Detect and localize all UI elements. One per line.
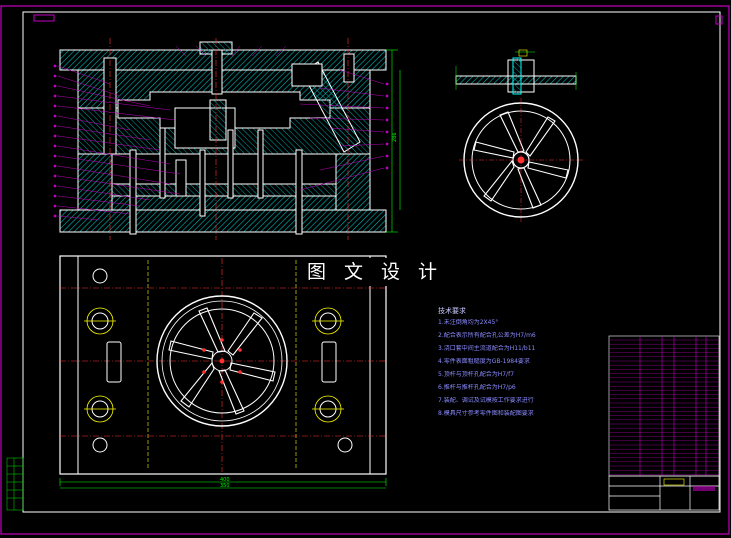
balloon-dots	[53, 64, 389, 218]
slot-right	[321, 341, 337, 383]
technical-note: 7.装配、调试及试模按工作要求进行	[438, 397, 534, 404]
ejector-pin	[295, 149, 303, 235]
parts-list-table	[608, 335, 720, 477]
technical-note: 2.配合表示所有配合孔公差为H7/m6	[438, 332, 536, 339]
slot-left	[106, 341, 122, 383]
technical-requirements: 技术要求 1.未注倒角均为2X45° 2.配合表示所有配合孔公差为H7/m6 3…	[438, 307, 608, 423]
ejector-pin	[129, 149, 137, 235]
plan-outer-plate	[59, 255, 387, 475]
plan-inner-plate	[77, 255, 371, 475]
wheel-spokes	[473, 111, 569, 209]
technical-requirements-title: 技术要求	[438, 307, 466, 315]
ejector-pin	[257, 129, 264, 199]
spacer-block-left	[77, 153, 113, 211]
parts-list-rows	[609, 339, 719, 475]
part-section-boss	[512, 57, 522, 95]
plan-wheel-spokes	[168, 307, 276, 415]
return-pin	[175, 159, 187, 197]
insert-left	[209, 99, 227, 141]
plan-wheel-pins	[202, 338, 242, 384]
bottom-clamp-plate	[59, 209, 387, 233]
plan-view: 400 350	[59, 255, 387, 489]
plan-width-label: 400	[220, 477, 230, 483]
inner-border	[22, 11, 721, 513]
plan-wheel-mid	[161, 300, 283, 422]
section-view: 286	[53, 38, 401, 240]
plan-width-dimension	[59, 478, 387, 489]
plan-width-label-2: 350	[220, 483, 230, 489]
plan-wheel-inner	[169, 308, 275, 414]
ejector-pin	[199, 149, 206, 217]
technical-note: 1.未注倒角均为2X45°	[438, 319, 499, 326]
ejector-pin	[227, 129, 234, 199]
technical-note: 6.推杆与推杆孔配合为H7/p6	[438, 384, 516, 391]
section-height-dimension	[386, 49, 401, 233]
technical-note: 4.零件表面粗糙度为GB-1984要求	[438, 358, 530, 365]
outer-border	[0, 5, 730, 535]
corner-mark-tr	[715, 15, 723, 25]
part-detail-view	[455, 49, 583, 222]
technical-note: 5.顶杆与顶杆孔配合为H7/f7	[438, 371, 515, 378]
side-stamp-block	[6, 457, 24, 511]
guide-pin-right	[343, 53, 355, 83]
leader-lines-left	[57, 65, 181, 221]
leader-lines-right	[299, 69, 385, 191]
plan-guide-bushings	[84, 307, 344, 423]
plan-wheel-outer	[156, 295, 288, 427]
corner-mark-tl	[33, 14, 55, 22]
title-block-mark-2	[693, 486, 715, 491]
technical-note: 3.浇口套中间主流道配合为H11/b11	[438, 345, 536, 352]
watermark-label: 图 文 设 计	[300, 258, 450, 286]
slide-block	[291, 63, 323, 87]
spacer-block-right	[335, 153, 371, 211]
part-dim-mark	[518, 49, 528, 57]
locating-ring	[211, 49, 223, 95]
section-height-label: 286	[392, 132, 398, 142]
technical-note: 8.模具尺寸参考零件图和装配图要求	[438, 410, 534, 417]
title-block-mark	[663, 478, 685, 486]
